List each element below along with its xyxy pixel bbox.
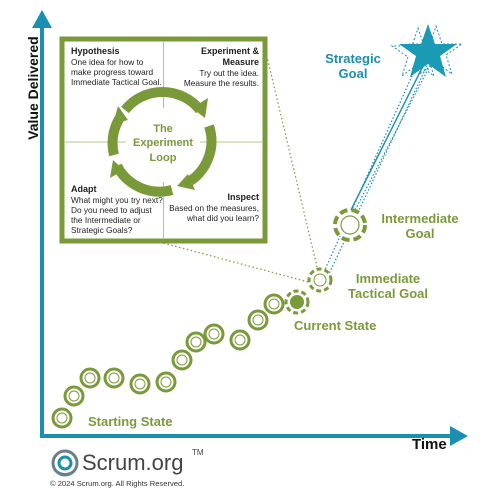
progress-step-inner <box>160 376 172 388</box>
intermediate-goal-marker <box>333 208 367 242</box>
progress-step-inner <box>252 314 264 326</box>
trademark-mark: TM <box>192 448 204 457</box>
hypothesis-heading: Hypothesis <box>71 46 120 56</box>
progress-step-inner <box>190 336 202 348</box>
loop-title: The Experiment Loop <box>133 123 193 164</box>
x-axis-arrow-icon <box>450 426 468 446</box>
progress-step-marker <box>203 323 225 345</box>
adapt-heading: Adapt <box>71 184 97 194</box>
strategic-lines <box>323 49 439 277</box>
strategic-goal-star-icon <box>399 24 457 77</box>
progress-step-marker <box>51 407 73 429</box>
experiment-heading: Experiment & Measure <box>200 46 259 67</box>
copyright-text: © 2024 Scrum.org. All Rights Reserved. <box>50 479 185 488</box>
intermediate-goal-label: Intermediate Goal <box>381 211 459 241</box>
progress-step-marker <box>155 371 177 393</box>
progress-step-marker <box>63 385 85 407</box>
progress-step-inner <box>108 372 120 384</box>
hypothesis-quadrant: Hypothesis One idea for how to make prog… <box>71 46 163 87</box>
immediate-goal-marker <box>307 267 333 293</box>
current-state-dot <box>290 295 304 309</box>
zoom-connector-upper <box>262 39 319 272</box>
current-state-label: Current State <box>294 318 377 333</box>
progress-step-marker <box>247 309 269 331</box>
scrum-logo-icon <box>51 449 79 477</box>
progress-step-marker <box>185 331 207 353</box>
progress-step-marker <box>229 329 251 351</box>
progress-step-inner <box>208 328 220 340</box>
inspect-heading: Inspect <box>227 192 259 202</box>
immediate-goal-inner <box>313 273 327 287</box>
strategic-goal-label: Strategic Goal <box>325 51 381 81</box>
progress-step-inner <box>84 372 96 384</box>
progress-step-inner <box>68 390 80 402</box>
progress-step-marker <box>103 367 125 389</box>
loop-cycle-icon <box>107 87 217 197</box>
experiment-body: Try out the idea. Measure the results. <box>183 67 259 89</box>
progress-step-inner <box>268 298 280 310</box>
y-axis-label: Value Delivered <box>24 36 41 140</box>
experiment-loop-box <box>59 36 268 244</box>
intermediate-goal-inner <box>340 215 360 235</box>
inspect-quadrant: Inspect Based on the measures, what did … <box>166 192 259 223</box>
progress-step-inner <box>56 412 68 424</box>
x-axis-label: Time <box>412 436 447 453</box>
starting-state-label: Starting State <box>88 414 173 429</box>
immediate-goal-label: Immediate Tactical Goal <box>348 271 428 301</box>
progress-path <box>51 293 285 429</box>
progress-step-inner <box>134 378 146 390</box>
axes <box>32 10 468 446</box>
adapt-body: What might you try next? Do you need to … <box>71 194 163 236</box>
experiment-quadrant: Experiment & Measure Try out the idea. M… <box>166 46 259 88</box>
hypothesis-body: One idea for how to make progress toward… <box>71 56 162 88</box>
y-axis-arrow-icon <box>32 10 52 28</box>
zoom-connector-lower <box>151 239 313 284</box>
progress-step-marker <box>129 373 151 395</box>
progress-step-inner <box>234 334 246 346</box>
inspect-body: Based on the measures, what did you lear… <box>169 202 259 224</box>
progress-step-inner <box>176 354 188 366</box>
brand-name: Scrum.org <box>82 450 184 475</box>
progress-step-marker <box>171 349 193 371</box>
progress-step-marker <box>263 293 285 315</box>
progress-step-marker <box>79 367 101 389</box>
adapt-quadrant: Adapt What might you try next? Do you ne… <box>71 184 163 235</box>
